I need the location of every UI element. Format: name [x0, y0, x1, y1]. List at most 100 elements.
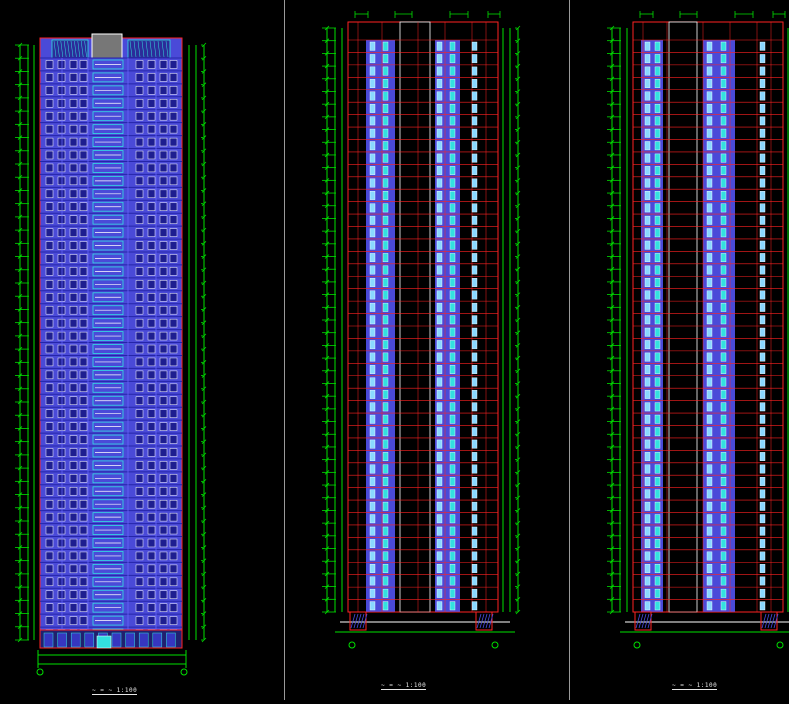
- window: [69, 254, 78, 263]
- window: [654, 141, 661, 151]
- window: [45, 86, 54, 95]
- window: [69, 422, 78, 431]
- window: [759, 191, 766, 200]
- window: [147, 137, 156, 147]
- window: [449, 327, 456, 337]
- window: [759, 128, 766, 138]
- window: [369, 103, 376, 113]
- window: [135, 435, 144, 444]
- roof-hatch: [84, 40, 87, 58]
- window: [79, 370, 88, 380]
- dimension-tick: [201, 188, 207, 193]
- window: [369, 501, 376, 511]
- window: [147, 111, 156, 121]
- window: [69, 241, 78, 250]
- window: [654, 66, 661, 76]
- window: [57, 551, 66, 561]
- window: [169, 202, 178, 211]
- window: [169, 73, 178, 82]
- window: [382, 464, 389, 474]
- window: [706, 402, 713, 412]
- window: [436, 166, 443, 175]
- hatch: [488, 613, 494, 629]
- dimension-tick: [201, 465, 207, 471]
- dimension-tick: [324, 292, 330, 297]
- window: [135, 422, 144, 431]
- window: [135, 525, 144, 535]
- window: [471, 588, 478, 598]
- window: [720, 477, 727, 486]
- window: [69, 163, 78, 173]
- window: [147, 267, 156, 276]
- window: [159, 331, 168, 341]
- window: [135, 124, 144, 134]
- window: [169, 163, 178, 173]
- window: [135, 293, 144, 302]
- window: [69, 357, 78, 367]
- window: [720, 79, 727, 88]
- window: [654, 402, 661, 412]
- roof-hatch: [80, 40, 84, 58]
- dimension-tick: [17, 426, 23, 431]
- window: [759, 365, 766, 374]
- window: [654, 166, 661, 175]
- window: [706, 191, 713, 200]
- window: [147, 215, 156, 224]
- dimension-tick: [515, 571, 521, 577]
- dimension-tick: [17, 320, 23, 325]
- window: [69, 99, 78, 108]
- window: [79, 137, 88, 147]
- dimension-tick: [324, 343, 330, 348]
- window: [654, 290, 661, 300]
- window: [759, 402, 766, 412]
- dimension-tick: [515, 216, 521, 221]
- window: [45, 241, 54, 250]
- window: [449, 489, 456, 499]
- dimension-tick: [17, 188, 23, 193]
- window: [706, 340, 713, 350]
- shopfront: [152, 632, 163, 648]
- window: [135, 111, 144, 121]
- hatch: [647, 613, 653, 629]
- window: [369, 389, 376, 399]
- dimension-tick: [324, 584, 330, 589]
- window: [45, 60, 54, 69]
- window: [57, 241, 66, 250]
- window: [644, 79, 651, 88]
- window: [759, 477, 766, 486]
- window: [644, 54, 651, 64]
- window: [654, 91, 661, 101]
- window: [382, 414, 389, 424]
- dimension-tick: [609, 381, 615, 386]
- window: [471, 302, 478, 312]
- window: [159, 176, 168, 186]
- window: [79, 487, 88, 496]
- dimension-tick: [17, 624, 23, 630]
- window: [471, 265, 478, 275]
- window: [159, 202, 168, 211]
- dimension-tick: [515, 254, 521, 259]
- window: [147, 241, 156, 250]
- dimension-tick: [201, 505, 207, 511]
- window: [57, 487, 66, 496]
- window: [147, 474, 156, 483]
- balcony: [92, 602, 124, 613]
- window: [57, 124, 66, 134]
- dimension-tick: [17, 42, 23, 48]
- window: [369, 91, 376, 101]
- window: [759, 414, 766, 424]
- window: [644, 427, 651, 437]
- window: [654, 414, 661, 424]
- window: [135, 370, 144, 380]
- window: [159, 435, 168, 444]
- dimension-tick: [609, 571, 615, 577]
- dimension-tick: [201, 531, 207, 537]
- window: [79, 150, 88, 160]
- window: [644, 377, 651, 387]
- dimension-tick: [515, 406, 521, 412]
- window: [169, 487, 178, 496]
- window: [436, 103, 443, 113]
- side-elevation-left: [322, 11, 521, 649]
- window: [169, 267, 178, 276]
- window: [79, 422, 88, 431]
